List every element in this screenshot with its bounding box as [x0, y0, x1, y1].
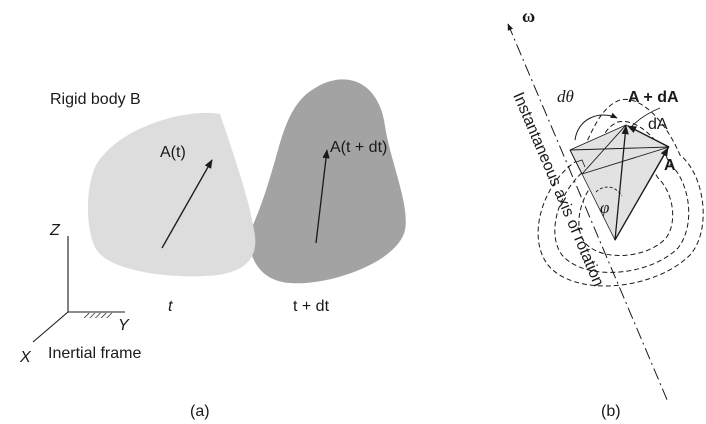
rigid-body-label: Rigid body B [50, 91, 141, 108]
vector-a-t-label: A(t) [160, 144, 186, 161]
radius-line-2 [581, 146, 670, 175]
rigid-body-at-t-plus-dt [248, 79, 406, 284]
vector-a-arrow [614, 147, 669, 241]
inertial-frame-label: Inertial frame [48, 345, 141, 362]
radius-line-1 [581, 124, 627, 175]
z-axis-label: Z [49, 222, 61, 239]
y-axis-label: Y [118, 317, 130, 334]
ground-hatch [84, 313, 112, 318]
dashed-middle-loop [554, 120, 690, 273]
time-t-dt-label: t + dt [293, 298, 330, 315]
panel-b: ω dθ A + dA dA A φ Instantaneous axis of… [507, 6, 704, 420]
omega-label: ω [522, 6, 535, 26]
inertial-frame-axes [32, 236, 125, 343]
da-label: dA [648, 116, 668, 133]
dtheta-arc [574, 112, 618, 141]
rigid-body-at-t [87, 112, 256, 277]
vector-a-t-arrow [161, 159, 213, 249]
panel-a: Rigid body B A(t) A(t + dt) t t + dt Z Y… [19, 79, 406, 420]
dtheta-label: dθ [557, 87, 574, 106]
vector-da-arrow [627, 125, 670, 148]
time-t-label: t [168, 298, 173, 315]
base-line [569, 146, 670, 151]
vector-a-t-dt-label: A(t + dt) [330, 139, 387, 156]
x-axis-label: X [19, 349, 32, 366]
vector-a-plus-da-arrow [614, 125, 629, 241]
caption-b: (b) [601, 403, 621, 420]
vector-a-t-dt-arrow [315, 149, 330, 244]
phi-arc [595, 186, 623, 197]
phi-label: φ [600, 198, 609, 217]
phi-sector [569, 124, 670, 241]
dashed-inner-loop [578, 148, 674, 256]
instantaneous-axis-line [507, 23, 669, 403]
a-plus-da-leader [631, 107, 661, 127]
x-axis-line [32, 311, 69, 343]
a-plus-da-label: A + dA [628, 89, 679, 106]
right-angle-marker [575, 159, 586, 168]
a-label: A [664, 157, 676, 174]
caption-a: (a) [190, 403, 210, 420]
